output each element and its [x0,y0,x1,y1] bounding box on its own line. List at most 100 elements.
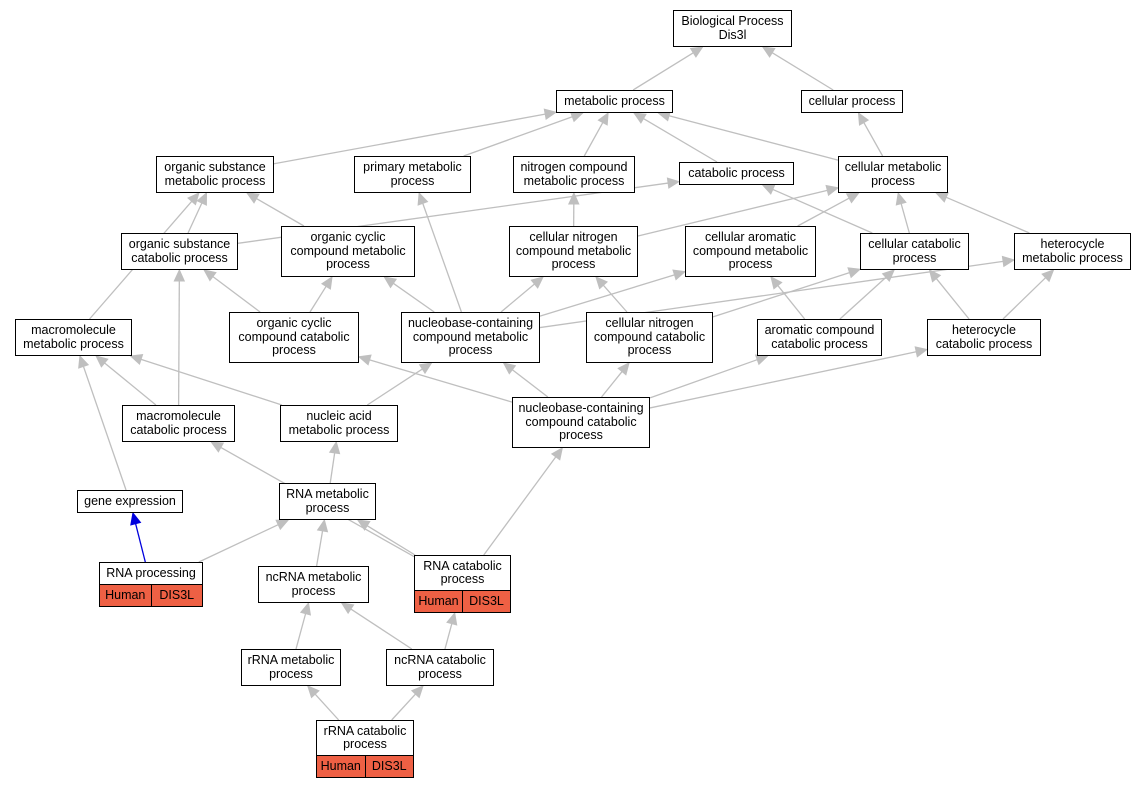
edge-heterocycle-met-to-cellular-met [945,196,1030,234]
go-term-label-line: rRNA metabolic [247,653,335,667]
edge-arrowhead [129,354,144,365]
go-term-label-line: process [627,343,672,358]
go-term-label: RNA processing [100,563,202,584]
go-term-label-line: catabolic process [130,422,227,437]
go-term-label-line: ncRNA metabolic [265,570,362,584]
edge-arrowhead [356,519,371,531]
go-term-label-line: compound metabolic [692,243,809,258]
go-term-label-line: nucleobase-containing [407,316,534,331]
go-term-label-line: organic substance [164,160,266,174]
edge-arrowhead [847,267,862,279]
go-term-label-line: process [871,173,915,188]
go-term-gene-expression[interactable]: gene expression [77,490,183,513]
edge-catabolic-to-metabolic [643,118,718,163]
go-term-label-line: rRNA catabolic [323,723,407,738]
go-term-label-line: nucleobase-containing [518,401,644,416]
go-term-label-line: metabolic process [23,336,124,351]
edge-arrowhead [1041,269,1055,283]
edge-nucleobase-met-to-cell-aromatic-met [539,274,675,317]
go-term-label-line: process [390,173,435,188]
go-term-label-line: cellular aromatic [704,230,796,245]
go-term-label-line: catabolic process [771,336,868,351]
edge-macromolecule-cat-to-organic-subst-cat [177,280,180,406]
edge-nucleobase-cat-to-cell-nitrogen-cat [601,371,623,398]
go-term-label-line: macromolecule [31,323,116,337]
go-term-label-line: compound metabolic [515,243,632,258]
go-term-label-line: catabolic process [688,165,785,180]
edge-rna-processing-to-rna-met [198,524,279,563]
go-term-cellular[interactable]: cellular process [801,90,903,113]
edge-arrowhead [130,511,142,526]
edge-arrowhead [78,354,90,369]
go-term-label-line: heterocycle [1040,237,1105,251]
edge-arrowhead [761,184,776,195]
edge-ncrna-cat-to-ncrna-met [350,608,413,650]
edge-arrowhead [632,112,647,124]
go-term-label-line: gene expression [84,493,176,508]
edge-cellular-to-bp [771,52,834,91]
annotation-species: Human [317,756,365,777]
go-term-label-line: compound metabolic [290,243,406,258]
go-term-label-line: cellular process [808,93,896,108]
go-term-catabolic[interactable]: catabolic process [679,162,794,185]
edge-ncrna-cat-to-rna-cat [444,623,453,650]
go-term-label-line: cellular nitrogen [529,230,618,245]
edge-arrowhead [895,191,907,206]
annotation-gene: DIS3L [364,756,413,777]
annotation-gene: DIS3L [150,585,202,606]
edge-arrowhead [881,269,895,283]
go-term-label-line: compound catabolic [238,329,350,344]
go-term-label-line: process [269,666,313,681]
go-term-label-line: heterocycle [952,323,1016,337]
edge-organic-cyclic-cat-to-organic-subst-cat [212,276,261,313]
go-term-metabolic[interactable]: metabolic process [556,90,673,113]
edge-arrowhead [770,276,783,290]
go-term-label-line: process [272,343,316,358]
edge-arrowhead [666,177,681,189]
edge-arrowhead [568,191,580,205]
edge-arrowhead [530,276,544,289]
edge-arrowhead [316,518,329,533]
go-term-label: metabolic process [557,91,672,112]
annotation-gene: DIS3L [462,591,510,612]
